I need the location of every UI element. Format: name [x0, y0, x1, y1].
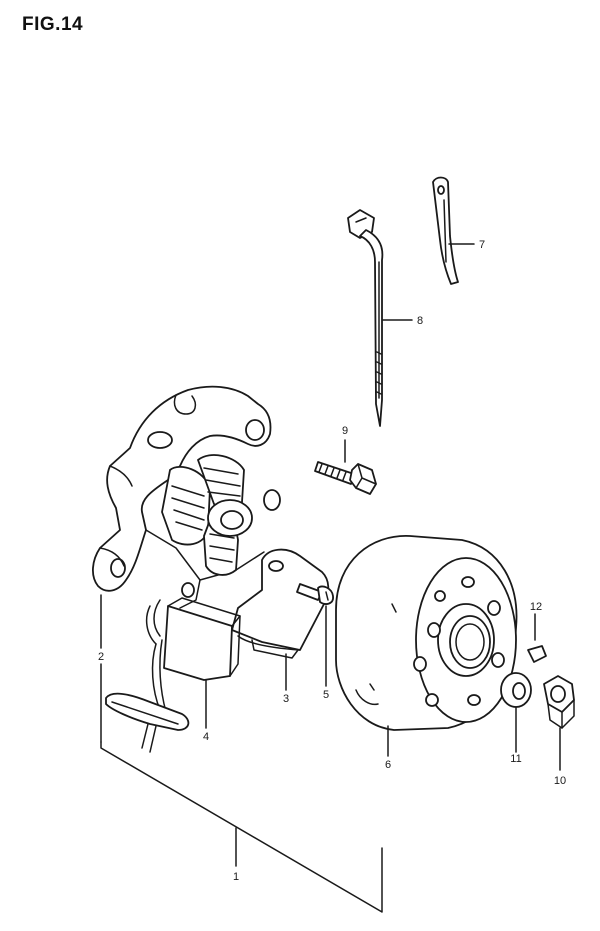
callout-3: 3 [283, 693, 289, 705]
part-3-pulser-coil [231, 548, 330, 659]
part-5-screw [296, 583, 334, 605]
stator-base-plate [92, 385, 281, 609]
callout-9: 9 [342, 425, 348, 437]
part-7-clamp [432, 176, 475, 285]
callout-12: 12 [530, 601, 542, 613]
part-11-washer [500, 672, 532, 708]
callout-labels: 1 2 3 4 5 6 7 8 9 10 11 12 [98, 239, 566, 883]
figure-title: FIG.14 [22, 14, 84, 35]
callout-11: 11 [510, 753, 521, 765]
callout-5: 5 [323, 689, 329, 701]
part-4-wire-lead [105, 597, 241, 753]
part-8-cable-tie [347, 209, 413, 427]
part-9-bolt [314, 439, 377, 495]
callout-6: 6 [385, 759, 391, 771]
callout-4: 4 [203, 731, 209, 743]
callout-1: 1 [233, 871, 239, 883]
part-12-key [527, 613, 547, 663]
callout-2: 2 [98, 651, 104, 663]
leader-lines [100, 594, 561, 913]
callout-10: 10 [554, 775, 566, 787]
part-10-nut [543, 675, 575, 729]
callout-8: 8 [417, 315, 423, 327]
part-6-flywheel-rotor [335, 535, 518, 731]
callout-7: 7 [479, 239, 485, 251]
